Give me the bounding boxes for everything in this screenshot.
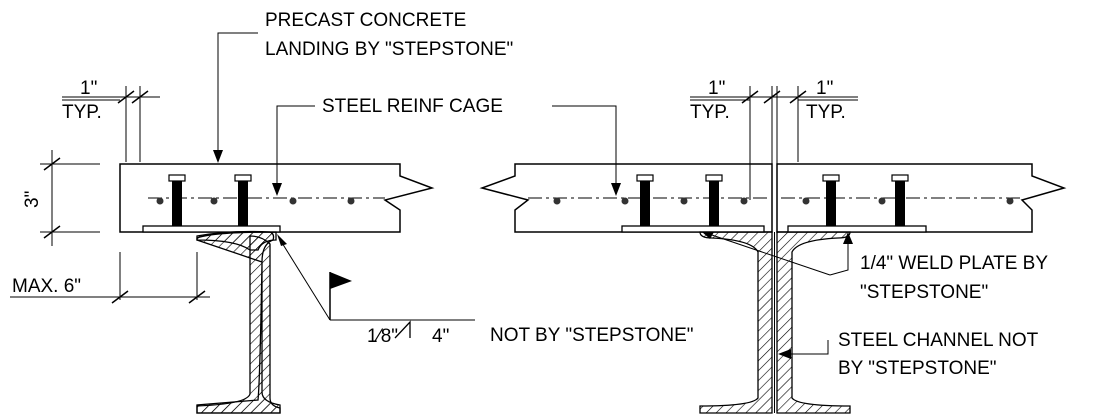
weld-symbol: 1⁄8" 4" (277, 234, 475, 347)
left-weld-plate (142, 225, 281, 233)
channel-label-line2: BY "STEPSTONE" (838, 358, 997, 379)
rebar (156, 197, 164, 205)
rebar (740, 197, 748, 205)
headed-stud (822, 174, 840, 226)
right-detail (479, 86, 1067, 414)
dim-max-6in: MAX. 6" (10, 252, 210, 304)
precast-callout: PRECAST CONCRETE LANDING BY "STEPSTONE" (213, 10, 513, 163)
rebar (289, 197, 297, 205)
right-typ-b-label: TYP. (806, 102, 846, 123)
rebar (878, 197, 886, 205)
rebar (347, 197, 355, 205)
not-by-stepstone-label: NOT BY "STEPSTONE" (490, 325, 694, 346)
dim-3in-label: 3" (22, 191, 43, 208)
right-dim-1in-b: 1" TYP. (768, 78, 858, 162)
reinf-cage-label: STEEL REINF CAGE (322, 96, 503, 117)
right-slab-b (776, 163, 1067, 233)
right-typ-a-label: TYP. (690, 102, 730, 123)
right-weld-plate-a (621, 225, 765, 233)
right-dim-1in-a: 1" TYP. (690, 78, 782, 200)
rebar (553, 197, 561, 205)
channel-callout: STEEL CHANNEL NOT BY "STEPSTONE" (778, 330, 1039, 379)
right-channel-right (776, 231, 851, 414)
right-weld-plate-b (787, 225, 927, 233)
rebar (680, 197, 688, 205)
left-channel-flange (196, 231, 277, 251)
reinf-cage-callout: STEEL REINF CAGE (272, 96, 621, 196)
weld-plate-label-line1: 1/4" WELD PLATE BY (860, 253, 1048, 274)
weld-length-label: 4" (432, 326, 449, 347)
left-dim-1in: 1" TYP. (62, 78, 160, 162)
left-channel-web (196, 235, 281, 414)
headed-stud (168, 174, 186, 226)
rebar (621, 197, 629, 205)
left-dim-1in-label: 1" (80, 78, 97, 99)
field-weld-flag-icon (330, 272, 352, 289)
left-detail (119, 163, 435, 414)
weld-plate-callout: 1/4" WELD PLATE BY "STEPSTONE" (702, 232, 1048, 303)
rebar (1006, 197, 1014, 205)
max-6in-label: MAX. 6" (12, 276, 81, 297)
precast-label-line2: LANDING BY "STEPSTONE" (265, 39, 513, 60)
left-typ-label: TYP. (62, 102, 102, 123)
precast-label-line1: PRECAST CONCRETE (265, 10, 466, 31)
weld-size-label: 1⁄8" (367, 326, 398, 347)
right-dim-1in-b-label: 1" (816, 78, 833, 99)
headed-stud (234, 174, 252, 226)
channel-label-line1: STEEL CHANNEL NOT (838, 330, 1039, 351)
right-channel-left (699, 231, 773, 414)
right-dim-1in-a-label: 1" (708, 78, 725, 99)
headed-stud (705, 174, 723, 226)
headed-stud (891, 174, 909, 226)
rebar (210, 197, 218, 205)
weld-plate-label-line2: "STEPSTONE" (860, 282, 988, 303)
headed-stud (636, 174, 654, 226)
rebar (802, 197, 810, 205)
dim-3in: 3" (22, 150, 100, 246)
